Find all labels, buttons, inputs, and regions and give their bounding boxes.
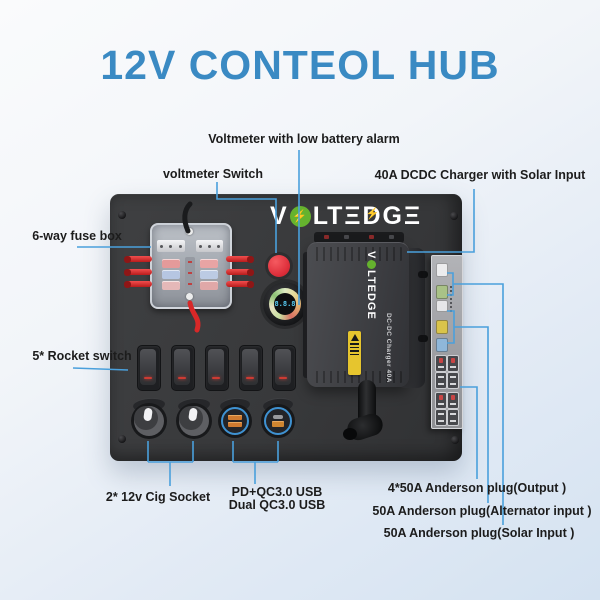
alternator-plug-terminal bbox=[436, 338, 448, 352]
rocker-switch-2 bbox=[171, 345, 195, 391]
label-rocker-switch: 5* Rocket switch bbox=[32, 349, 132, 363]
panel-screw bbox=[450, 212, 458, 220]
solar-plug-terminal bbox=[436, 263, 448, 277]
label-usb: PD+QC3.0 USB Dual QC3.0 USB bbox=[229, 486, 326, 512]
rocker-switch-3 bbox=[205, 345, 229, 391]
fusebox-screw bbox=[186, 228, 193, 235]
anderson-output-plugs bbox=[435, 392, 459, 426]
anderson-plug bbox=[435, 392, 447, 409]
anderson-plug bbox=[447, 372, 459, 389]
anderson-output-plugs bbox=[435, 355, 459, 389]
logo-letter: G bbox=[382, 201, 403, 230]
logo-letter: LT bbox=[312, 201, 344, 230]
panel-screw bbox=[118, 435, 126, 443]
label-voltmeter-alarm: Voltmeter with low battery alarm bbox=[208, 132, 400, 146]
logo-letter: V bbox=[270, 201, 288, 230]
label-anderson-solar: 50A Anderson plug(Solar Input ) bbox=[383, 526, 575, 540]
charger-model-text: DC-DC Charger 40A bbox=[385, 313, 392, 383]
charger-side-bolt bbox=[418, 335, 428, 342]
anderson-plug bbox=[447, 409, 459, 426]
voltmeter-switch-button bbox=[268, 255, 290, 277]
label-fuse-box: 6-way fuse box bbox=[32, 229, 122, 243]
warning-triangle-icon bbox=[350, 334, 359, 341]
solar-plug-terminal bbox=[436, 285, 448, 299]
anderson-plug bbox=[435, 409, 447, 426]
strip-fine-print bbox=[450, 286, 452, 314]
label-usb-line2: Dual QC3.0 USB bbox=[228, 498, 326, 512]
label-anderson-alternator: 50A Anderson plug(Alternator input ) bbox=[372, 504, 592, 518]
anderson-plug bbox=[435, 355, 447, 372]
voltedge-logo: V ⚡ LT Ξ D⚡ G Ξ bbox=[270, 201, 422, 230]
voltmeter-gauge: 8.8.8 bbox=[263, 282, 307, 326]
usb-port-pd-qc bbox=[261, 404, 295, 438]
alternator-plug-terminal bbox=[436, 300, 448, 312]
panel-screw bbox=[118, 211, 126, 219]
anderson-strip bbox=[431, 255, 463, 429]
usb-a-slot bbox=[228, 415, 242, 420]
fusebox-screw bbox=[186, 293, 193, 300]
red-wire bbox=[124, 280, 152, 288]
charger-side-bolt bbox=[418, 271, 428, 278]
red-wire bbox=[124, 255, 152, 263]
usb-port-dual-qc bbox=[218, 404, 252, 438]
label-cig-socket: 2* 12v Cig Socket bbox=[105, 490, 211, 504]
charger-ribs bbox=[311, 371, 404, 383]
fuse bbox=[162, 281, 180, 290]
usb-a-slot bbox=[272, 421, 284, 427]
caution-sticker bbox=[348, 331, 361, 375]
cig-socket-2 bbox=[176, 403, 212, 439]
rocker-switch-1 bbox=[137, 345, 161, 391]
cig-socket-1 bbox=[131, 403, 167, 439]
usb-blue-ring bbox=[221, 407, 249, 435]
panel-screw bbox=[451, 436, 459, 444]
fuse-divider bbox=[185, 257, 195, 293]
fuse-busbar bbox=[157, 240, 185, 252]
voltmeter-face: 8.8.8 bbox=[274, 293, 296, 315]
logo-o-bolt-icon: ⚡ bbox=[289, 205, 311, 227]
red-wire bbox=[226, 268, 254, 276]
fuse bbox=[162, 259, 180, 268]
anderson-plug bbox=[447, 392, 459, 409]
charger-terminals bbox=[314, 232, 404, 243]
alternator-plug-terminal bbox=[436, 320, 448, 334]
red-wire bbox=[226, 280, 254, 288]
red-wire bbox=[124, 268, 152, 276]
control-hub-panel: V ⚡ LT Ξ D⚡ G Ξ bbox=[110, 194, 463, 461]
red-wire bbox=[226, 255, 254, 263]
logo-letter: Ξ bbox=[344, 201, 362, 230]
anderson-plug bbox=[447, 355, 459, 372]
rocker-switch-4 bbox=[239, 345, 263, 391]
charger-cable-tip bbox=[343, 428, 357, 440]
label-usb-line1: PD+QC3.0 USB bbox=[231, 485, 323, 499]
usb-c-slot bbox=[273, 415, 283, 419]
page-title: 12V CONTEOL HUB bbox=[100, 42, 500, 88]
logo-lightning-d: D⚡ bbox=[362, 201, 382, 230]
anderson-plug bbox=[435, 372, 447, 389]
fuse-box bbox=[150, 223, 232, 309]
label-dcdc-charger: 40A DCDC Charger with Solar Input bbox=[374, 168, 586, 182]
logo-letter: Ξ bbox=[403, 201, 422, 230]
charger-ribs bbox=[311, 247, 404, 261]
fuse bbox=[200, 270, 218, 279]
usb-a-slot bbox=[228, 422, 242, 427]
fuse-busbar bbox=[196, 240, 223, 252]
fuse bbox=[162, 270, 180, 279]
fuse bbox=[200, 259, 218, 268]
usb-blue-ring bbox=[264, 407, 292, 435]
voltmeter-scale-ring: 8.8.8 bbox=[269, 288, 301, 320]
charger-logo-o-icon bbox=[366, 260, 376, 270]
rocker-switch-5 bbox=[272, 345, 296, 391]
label-anderson-output: 4*50A Anderson plug(Output ) bbox=[387, 481, 567, 495]
label-voltmeter-switch: voltmeter Switch bbox=[162, 167, 264, 181]
voltmeter-display: 8.8.8 bbox=[274, 300, 296, 308]
fuse bbox=[200, 281, 218, 290]
